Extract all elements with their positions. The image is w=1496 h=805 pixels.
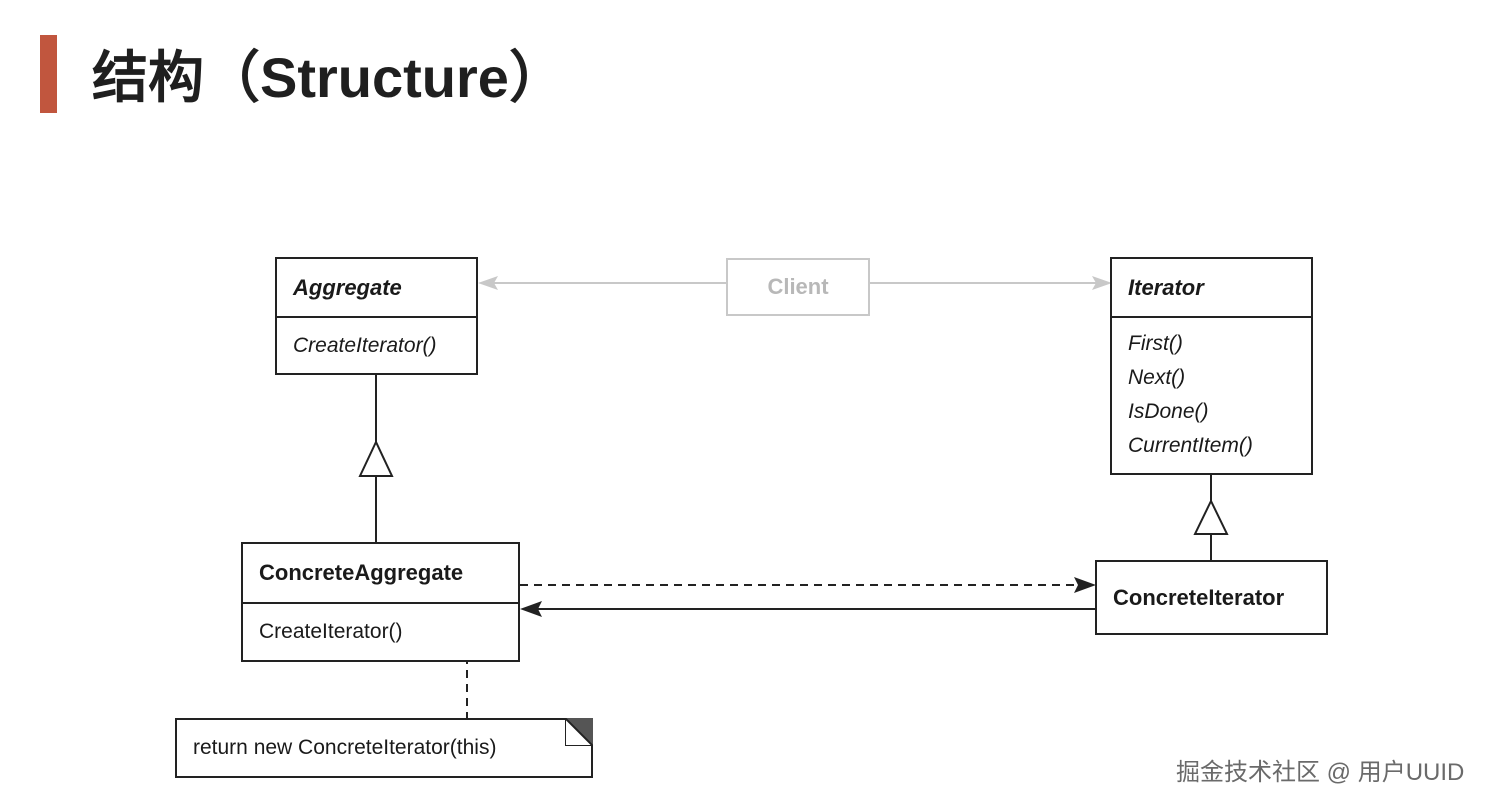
- creates-dependency-arrowhead: [1074, 577, 1096, 593]
- iterator-class: Iterator First() Next() IsDone() Current…: [1110, 257, 1313, 475]
- concrete-aggregate-class: ConcreteAggregate CreateIterator(): [241, 542, 520, 662]
- implementation-note-text: return new ConcreteIterator(this): [193, 736, 497, 759]
- aggregate-class-name: Aggregate: [277, 259, 476, 318]
- aggregate-association-arrowhead: [520, 601, 542, 617]
- iterator-operation-first: First(): [1128, 332, 1183, 355]
- title-accent-bar: [40, 35, 57, 113]
- concrete-iterator-class: ConcreteIterator: [1095, 560, 1328, 635]
- note-folded-corner-icon: [565, 718, 593, 746]
- iterator-operation-currentitem: CurrentItem(): [1128, 434, 1253, 457]
- aggregate-operation: CreateIterator(): [293, 334, 437, 357]
- iterator-operation-isdone: IsDone(): [1128, 400, 1209, 423]
- aggregate-class: Aggregate CreateIterator(): [275, 257, 478, 375]
- iterator-class-name: Iterator: [1112, 259, 1311, 318]
- client-to-aggregate-arrowhead: [478, 276, 498, 290]
- concrete-aggregate-operation: CreateIterator(): [259, 620, 403, 643]
- iterator-generalization-triangle: [1193, 498, 1229, 535]
- watermark: 掘金技术社区 @ 用户UUID: [1176, 759, 1465, 786]
- concrete-iterator-class-name: ConcreteIterator: [1113, 585, 1285, 610]
- client-to-iterator-arrowhead: [1092, 276, 1112, 290]
- iterator-operation-next: Next(): [1128, 366, 1186, 389]
- page-title: 结构（Structure）: [92, 46, 565, 109]
- client-class: Client: [726, 258, 870, 316]
- aggregate-generalization-triangle: [358, 439, 394, 477]
- concrete-aggregate-class-name: ConcreteAggregate: [243, 544, 518, 604]
- implementation-note: return new ConcreteIterator(this): [175, 718, 593, 778]
